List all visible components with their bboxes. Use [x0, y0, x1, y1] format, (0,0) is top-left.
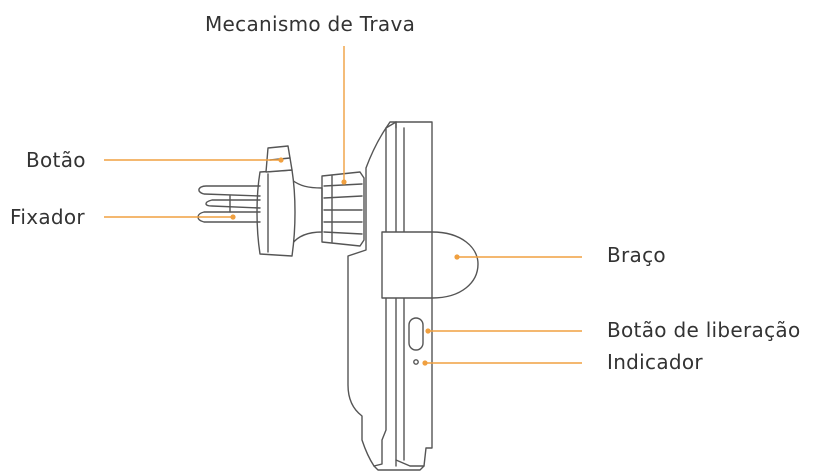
charger-body — [373, 121, 433, 471]
clip-housing — [256, 169, 296, 257]
arm-shape — [381, 231, 479, 299]
dot-release-button — [425, 328, 431, 334]
clip-middle-prong — [205, 199, 261, 209]
label-release-button: Botão de liberação — [607, 318, 801, 342]
charger-rear-shell — [347, 127, 387, 467]
dot-indicator — [422, 360, 428, 366]
dot-clip — [230, 214, 236, 220]
lock-rib-5 — [323, 231, 363, 235]
label-indicator: Indicador — [607, 350, 703, 374]
lock-rib-1 — [323, 183, 363, 187]
dot-lock-mechanism — [341, 179, 347, 185]
label-button: Botão — [26, 148, 86, 172]
dot-button — [278, 157, 284, 163]
label-lock-mechanism: Mecanismo de Trava — [205, 12, 416, 36]
release-button-shape — [408, 317, 424, 351]
label-arm: Braço — [607, 243, 666, 267]
indicator-shape — [413, 359, 419, 365]
lock-rib-2 — [323, 195, 363, 199]
charger-bottom-lip — [395, 459, 425, 467]
clip-upper-prong — [198, 185, 261, 197]
ball-joint — [291, 179, 323, 245]
label-clip: Fixador — [10, 205, 85, 229]
dot-arm — [454, 254, 460, 260]
